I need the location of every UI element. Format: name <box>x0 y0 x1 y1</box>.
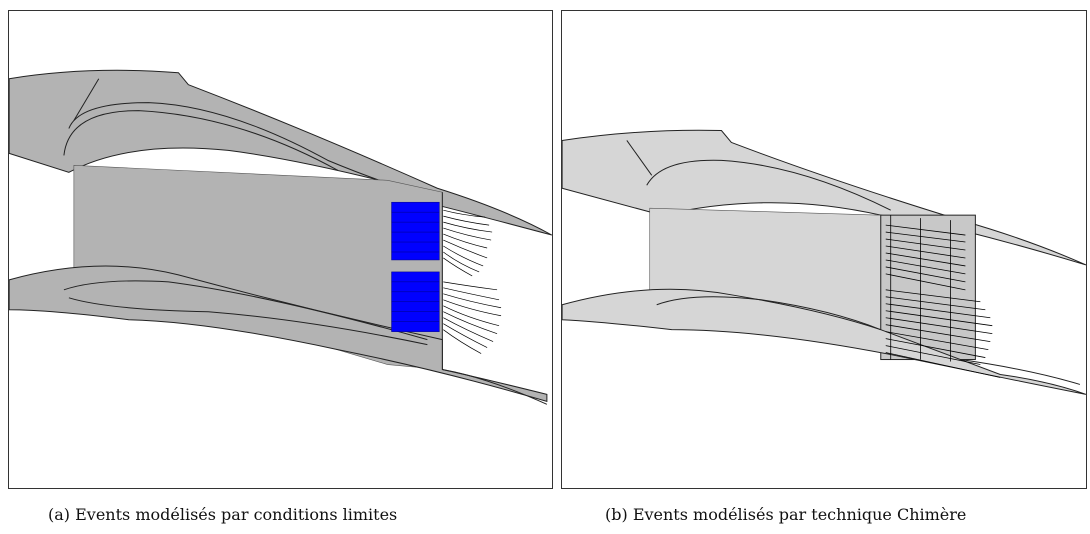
panel-b-render <box>562 129 1086 395</box>
caption-panel-a: (a) Events modélisés par conditions limi… <box>48 505 398 524</box>
caption-panel-b: (b) Events modélisés par technique Chimè… <box>605 505 967 524</box>
streamlines-b <box>885 215 1001 378</box>
upper-lip-surface-b <box>562 129 1086 266</box>
vent-grid <box>391 211 440 322</box>
upper-airfoil-line-2 <box>63 110 338 171</box>
streamlines-a <box>443 209 502 354</box>
lower-trailing-edge-b <box>960 359 1081 385</box>
lower-trailing-edge <box>442 369 548 405</box>
upper-rib-line-b <box>626 140 653 176</box>
figure-panel-a <box>8 10 553 489</box>
vent-upper <box>391 201 440 261</box>
lower-lip-surface-b <box>562 288 1086 395</box>
lower-airfoil-line <box>63 280 428 341</box>
panel-a-render <box>9 69 552 405</box>
figure-panel-b <box>561 10 1087 489</box>
lower-lip-surface <box>9 265 548 403</box>
upper-airfoil-line-b <box>646 159 891 211</box>
upper-lip-surface <box>9 69 552 236</box>
upper-rib-line <box>73 78 100 121</box>
lower-airfoil-line-b <box>656 296 881 331</box>
lower-airfoil-line-2 <box>68 297 428 346</box>
